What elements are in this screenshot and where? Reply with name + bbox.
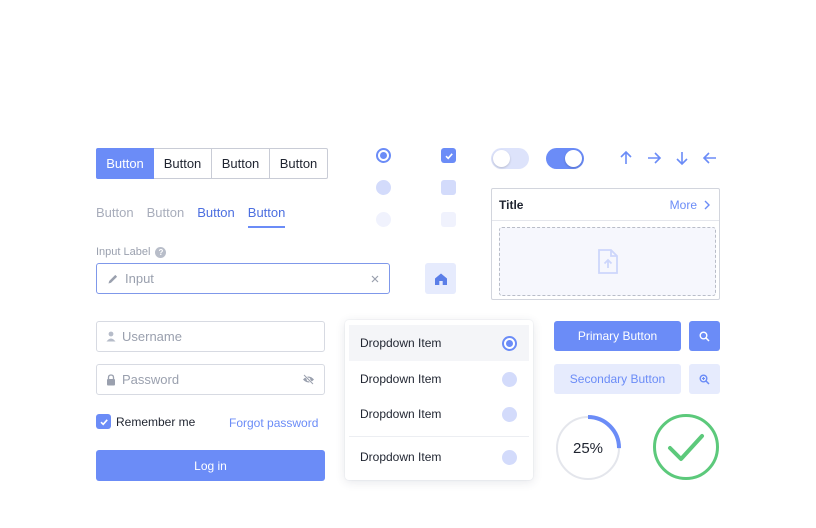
search-button[interactable]: [689, 321, 720, 351]
radio-unchecked[interactable]: [376, 180, 391, 195]
dropdown-menu: Dropdown Item Dropdown Item Dropdown Ite…: [345, 320, 533, 480]
segment-button-3[interactable]: Button: [212, 148, 270, 179]
radio-disabled: [376, 212, 391, 227]
dropdown-radio-selected: [502, 335, 517, 351]
help-icon[interactable]: ?: [155, 246, 167, 258]
user-icon: [106, 331, 116, 342]
remember-label: Remember me: [116, 414, 196, 429]
segment-button-2[interactable]: Button: [154, 148, 212, 179]
upload-card: Title More: [491, 188, 720, 300]
dropdown-item[interactable]: Dropdown Item: [349, 396, 529, 432]
dropdown-divider: [349, 436, 529, 437]
toggle-on[interactable]: [546, 148, 584, 169]
dropdown-item[interactable]: Dropdown Item: [349, 325, 529, 361]
progress-arc: [555, 415, 621, 481]
input-placeholder: Input: [125, 271, 154, 286]
zoom-in-icon: [699, 374, 710, 385]
progress-ring: 25%: [554, 414, 622, 482]
search-icon: [699, 331, 710, 342]
input-label-text: Input Label: [96, 246, 151, 258]
checkbox-disabled: [441, 212, 456, 227]
primary-button[interactable]: Primary Button: [554, 321, 681, 351]
success-indicator: [652, 413, 720, 481]
file-upload-icon: [597, 248, 619, 275]
card-header: Title More: [492, 189, 719, 221]
toggle-knob: [493, 150, 510, 167]
checkbox-unchecked[interactable]: [441, 180, 456, 195]
card-more-label: More: [669, 197, 697, 212]
eye-off-icon[interactable]: [302, 374, 315, 385]
tab-4[interactable]: Button: [247, 205, 286, 228]
check-icon: [444, 151, 454, 161]
input-label: Input Label ?: [96, 246, 167, 258]
dropdown-item-label: Dropdown Item: [360, 336, 442, 350]
clear-icon[interactable]: [371, 275, 379, 283]
pencil-icon: [107, 273, 119, 285]
card-title: Title: [499, 197, 524, 212]
dropdown-radio: [502, 406, 517, 422]
zoom-in-button[interactable]: [689, 364, 720, 394]
login-button[interactable]: Log in: [96, 450, 325, 481]
checkbox-checked[interactable]: [441, 148, 456, 163]
tab-3[interactable]: Button: [197, 205, 235, 220]
toggle-knob: [565, 150, 582, 167]
username-placeholder: Username: [122, 329, 182, 344]
progress-label: 25%: [572, 439, 604, 457]
forgot-password-link[interactable]: Forgot password: [229, 416, 319, 430]
lock-icon: [106, 373, 116, 386]
arrow-down-icon[interactable]: [674, 150, 690, 166]
dropdown-item[interactable]: Dropdown Item: [349, 361, 529, 397]
arrow-right-icon[interactable]: [646, 150, 662, 166]
segment-button-1[interactable]: Button: [96, 148, 154, 179]
remember-checkbox[interactable]: [96, 414, 111, 429]
radio-checked[interactable]: [376, 148, 391, 163]
password-field[interactable]: Password: [96, 364, 325, 395]
remember-me[interactable]: Remember me: [96, 414, 195, 429]
dropdown-item[interactable]: Dropdown Item: [349, 439, 529, 475]
chevron-right-icon: [703, 200, 711, 210]
username-field[interactable]: Username: [96, 321, 325, 352]
success-check-icon: [653, 414, 719, 480]
arrow-left-icon[interactable]: [702, 150, 718, 166]
home-icon: [434, 272, 448, 286]
toggle-off[interactable]: [491, 148, 529, 169]
segmented-button-group: Button Button Button Button: [96, 148, 328, 179]
segment-button-4[interactable]: Button: [270, 148, 328, 179]
dropdown-item-label: Dropdown Item: [360, 450, 442, 464]
secondary-button[interactable]: Secondary Button: [554, 364, 681, 394]
dropdown-radio: [502, 449, 517, 465]
text-input[interactable]: Input: [96, 263, 390, 294]
check-icon: [99, 418, 108, 425]
tab-1[interactable]: Button: [96, 205, 134, 220]
arrow-up-icon[interactable]: [618, 150, 634, 166]
tab-2[interactable]: Button: [146, 205, 185, 220]
tab-bar: Button Button Button Button: [96, 205, 298, 228]
dropdown-item-label: Dropdown Item: [360, 372, 442, 386]
dropdown-item-label: Dropdown Item: [360, 407, 442, 421]
upload-dropzone[interactable]: [499, 227, 716, 296]
dropdown-radio: [502, 371, 517, 387]
password-placeholder: Password: [122, 372, 180, 387]
card-more-link[interactable]: More: [670, 198, 711, 212]
home-button[interactable]: [425, 263, 456, 294]
